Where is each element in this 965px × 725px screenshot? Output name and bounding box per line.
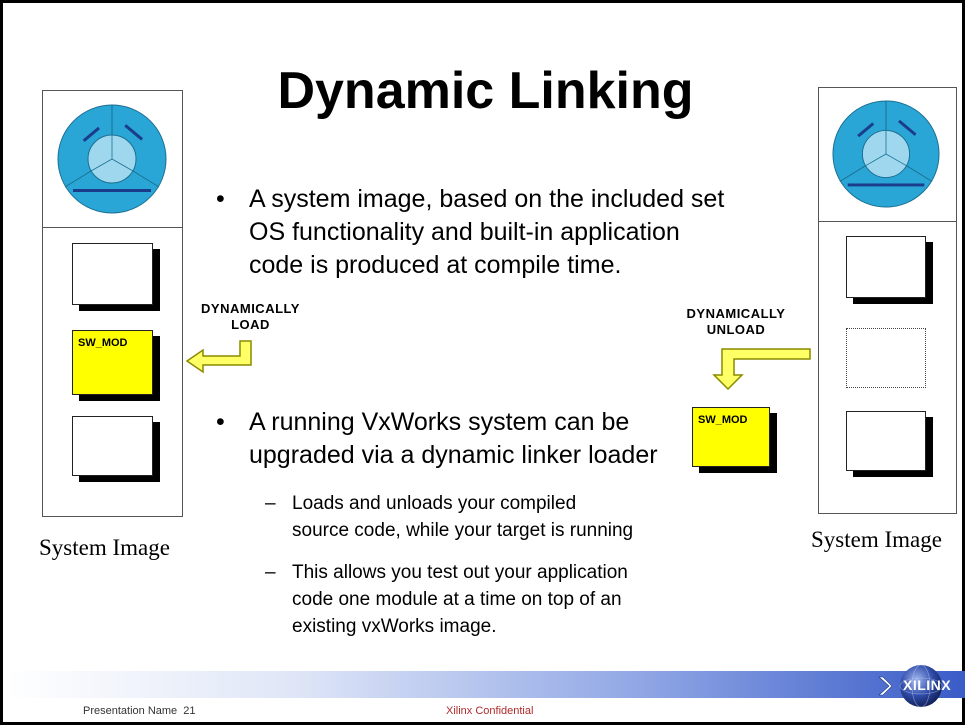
unload-label-line-1: DYNAMICALLY [686, 306, 786, 321]
slide-title: Dynamic Linking [277, 62, 694, 120]
dash-icon: – [265, 493, 276, 514]
footer-presentation-name: Presentation Name [83, 705, 178, 717]
sub-bullet-1: – Loads and unloads your compiled source… [265, 490, 712, 544]
right-empty-module-slot [846, 328, 926, 388]
right-module-slot-1 [846, 236, 926, 298]
sub-bullet-2-line-3: existing vxWorks image. [292, 616, 497, 637]
unloaded-sw-module: SW_MOD [692, 407, 770, 467]
bullet-dot-icon: • [216, 408, 225, 436]
right-os-circle-icon [832, 100, 940, 208]
sub-bullet-1-line-1: Loads and unloads your compiled [292, 493, 577, 514]
bullet-1-line-1: A system image, based on the included se… [249, 185, 725, 213]
footer-presentation: Presentation Name 21 [83, 705, 196, 717]
bullet-1-line-3: code is produced at compile time. [249, 251, 622, 279]
left-panel-divider [42, 227, 182, 228]
right-module-slot-3 [846, 411, 926, 471]
xilinx-logo-text: XILINX [903, 677, 952, 693]
footer-bar [6, 671, 965, 698]
unload-label-line-2: UNLOAD [706, 322, 766, 337]
xilinx-globe-logo-icon [878, 664, 943, 708]
unloaded-sw-module-label: SW_MOD [698, 414, 748, 426]
bullet-2: • A running VxWorks system can be upgrad… [216, 406, 699, 472]
right-caption: System Image [811, 527, 942, 552]
load-label-line-1: DYNAMICALLY [201, 301, 300, 316]
bullet-1: • A system image, based on the included … [216, 183, 789, 282]
left-sw-module-label: SW_MOD [78, 337, 128, 349]
sub-bullet-2: – This allows you test out your applicat… [265, 559, 712, 640]
load-arrow-icon [185, 340, 252, 374]
left-caption: System Image [39, 535, 170, 560]
footer-page-number: 21 [183, 705, 196, 717]
left-module-slot-1 [72, 243, 153, 305]
left-os-circle-icon [57, 104, 167, 214]
bullet-2-line-1: A running VxWorks system can be [249, 408, 630, 436]
right-panel-divider [818, 221, 956, 222]
bullet-1-line-2: OS functionality and built-in applicatio… [249, 218, 680, 246]
sub-bullet-2-line-2: code one module at a time on top of an [292, 589, 622, 610]
bullet-dot-icon: • [216, 185, 225, 213]
unload-arrow-icon [712, 348, 811, 391]
load-label-line-2: LOAD [231, 317, 270, 332]
dash-icon: – [265, 562, 276, 583]
footer-confidential: Xilinx Confidential [446, 705, 534, 717]
unload-label: DYNAMICALLY UNLOAD [671, 306, 801, 338]
sub-bullet-1-line-2: source code, while your target is runnin… [292, 520, 634, 541]
xilinx-logo: XILINX [873, 663, 955, 709]
sub-bullet-2-line-1: This allows you test out your applicatio… [292, 562, 628, 583]
left-module-slot-3 [72, 416, 153, 476]
left-sw-module: SW_MOD [72, 330, 153, 395]
load-label: DYNAMICALLY LOAD [183, 301, 318, 333]
bullet-2-line-2: upgraded via a dynamic linker loader [249, 441, 658, 469]
